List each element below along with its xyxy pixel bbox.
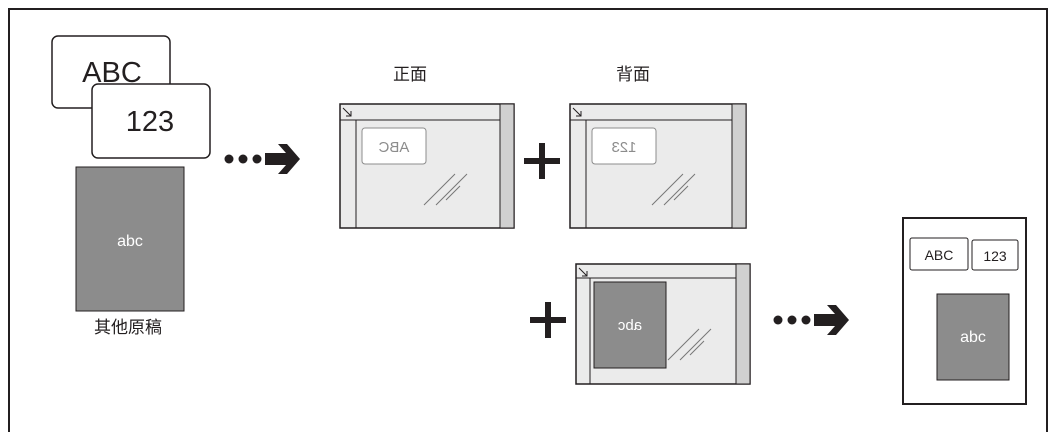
mirrored-front-text: ABC bbox=[378, 139, 409, 156]
front-scan: 正面 ABC bbox=[339, 65, 515, 229]
arrow-right-2 bbox=[773, 305, 849, 335]
glass-right-edge bbox=[735, 263, 751, 385]
registration-corner-icon bbox=[578, 267, 588, 277]
arrow-dot bbox=[773, 315, 783, 325]
scanner-glass-front bbox=[339, 103, 515, 229]
result-card-front bbox=[909, 237, 969, 271]
source-originals: ABC 123 abc 其他原稿 bbox=[51, 35, 211, 337]
plus-sign-1 bbox=[524, 143, 560, 179]
other-document-on-glass bbox=[593, 281, 667, 369]
back-label: 背面 bbox=[616, 65, 650, 85]
back-scan: 背面 123 bbox=[569, 65, 747, 229]
plus-bar bbox=[539, 143, 545, 179]
result-card-front-text: ABC bbox=[925, 247, 954, 263]
other-original-caption: 其他原稿 bbox=[94, 318, 162, 337]
mirrored-other-text: abc bbox=[617, 317, 642, 334]
other-original-text: abc bbox=[117, 233, 143, 250]
glass-reflection-icon bbox=[423, 173, 468, 206]
card-front-on-glass bbox=[361, 127, 427, 165]
arrow-head-icon bbox=[265, 144, 300, 174]
result-other-text: abc bbox=[960, 329, 986, 346]
diagram-frame bbox=[8, 8, 1048, 432]
plus-bar bbox=[545, 302, 551, 338]
card-back-on-glass bbox=[591, 127, 657, 165]
arrow-dot bbox=[224, 154, 234, 164]
glass-reflection-icon bbox=[651, 173, 696, 206]
other-original-document bbox=[75, 166, 185, 312]
plus-sign-2 bbox=[530, 302, 566, 338]
result-card-back bbox=[971, 239, 1019, 271]
other-scan: abc bbox=[575, 263, 751, 385]
arrow-dot bbox=[252, 154, 262, 164]
registration-corner-icon bbox=[342, 107, 352, 117]
glass-reflection-icon bbox=[667, 328, 712, 361]
arrow-right-1 bbox=[224, 144, 300, 174]
glass-right-edge bbox=[731, 103, 747, 229]
front-label: 正面 bbox=[393, 65, 427, 85]
id-card-back bbox=[91, 83, 211, 159]
id-card-back-text: 123 bbox=[126, 106, 174, 138]
result-other-document bbox=[936, 293, 1010, 381]
result-card-back-text: 123 bbox=[983, 248, 1007, 264]
result-copy: ABC 123 abc bbox=[902, 217, 1027, 405]
arrow-dot bbox=[801, 315, 811, 325]
arrow-head-icon bbox=[814, 305, 849, 335]
registration-corner-icon bbox=[572, 107, 582, 117]
scanner-glass-back bbox=[569, 103, 747, 229]
mirrored-back-text: 123 bbox=[611, 139, 636, 156]
arrow-dot bbox=[238, 154, 248, 164]
glass-right-edge bbox=[499, 103, 515, 229]
arrow-dot bbox=[787, 315, 797, 325]
